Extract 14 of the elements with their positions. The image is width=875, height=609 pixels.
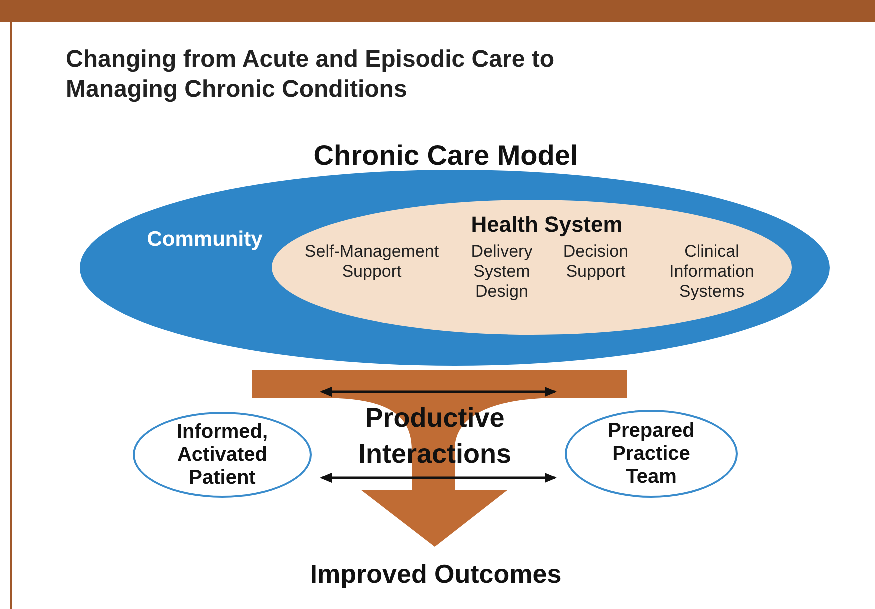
component-label: Clinical Information Systems bbox=[668, 242, 756, 302]
component-label: Delivery System Design bbox=[470, 242, 534, 302]
double-arrow bbox=[320, 473, 557, 483]
outcome-heading: Improved Outcomes bbox=[309, 558, 563, 591]
ellipse-heading: Health System bbox=[470, 211, 624, 239]
ellipse-label: Informed, Activated Patient bbox=[176, 420, 270, 490]
title: Changing from Acute and Episodic Care to Managing Chronic Conditions bbox=[66, 45, 556, 105]
double-arrow bbox=[320, 387, 557, 397]
diagram-heading: Chronic Care Model bbox=[312, 139, 580, 173]
merging-arrow bbox=[252, 370, 627, 547]
ellipse-label: Prepared Practice Team bbox=[607, 420, 696, 488]
component-label: Self-Management Support bbox=[304, 242, 440, 282]
ellipse-heading: Community bbox=[146, 227, 264, 253]
component-label: Decision Support bbox=[562, 242, 630, 282]
